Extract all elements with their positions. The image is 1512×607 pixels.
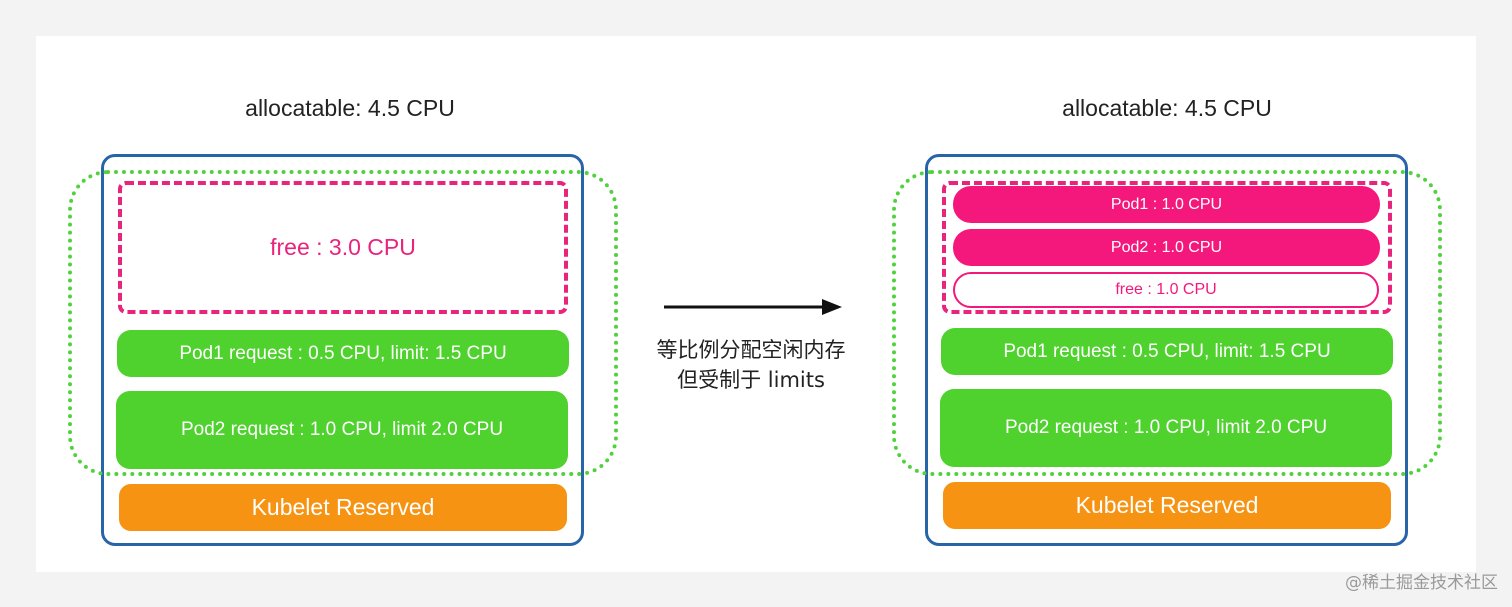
right-free-label: free : 1.0 CPU — [1115, 281, 1217, 298]
right-node-box — [925, 154, 1408, 546]
left-pod1-label: Pod1 request : 0.5 CPU, limit: 1.5 CPU — [179, 342, 507, 364]
right-kubelet-reserved-bar: Kubelet Reserved — [943, 482, 1391, 529]
right-free-cpu-box — [942, 181, 1392, 314]
arrow-icon — [664, 299, 842, 315]
left-allocatable-title: allocatable: 4.5 CPU — [245, 95, 455, 121]
left-free-cpu-box: free : 3.0 CPU — [118, 181, 568, 314]
caption-line-1: 等比例分配空闲内存 — [656, 338, 846, 362]
right-pod2-request-bar: Pod2 request : 1.0 CPU, limit 2.0 CPU — [940, 389, 1392, 467]
caption-line-2: 但受制于 limits — [677, 368, 825, 392]
left-pod1-request-bar: Pod1 request : 0.5 CPU, limit: 1.5 CPU — [117, 330, 569, 377]
left-reserved-label: Kubelet Reserved — [251, 494, 435, 520]
right-pod2-label: Pod2 request : 1.0 CPU, limit 2.0 CPU — [1004, 417, 1328, 438]
right-allocatable-region — [892, 170, 1442, 476]
right-pod1-free-label: Pod1 : 1.0 CPU — [1110, 195, 1223, 213]
watermark-text: @稀土掘金技术社区 — [1345, 573, 1498, 593]
left-allocatable-region — [68, 170, 618, 476]
right-pod1-label: Pod1 request : 0.5 CPU, limit: 1.5 CPU — [1003, 340, 1331, 362]
left-node-box — [101, 154, 584, 546]
right-pod2-free-share-bar: Pod2 : 1.0 CPU — [953, 229, 1380, 266]
left-free-label: free : 3.0 CPU — [270, 234, 416, 260]
right-remaining-free-bar: free : 1.0 CPU — [953, 272, 1379, 308]
right-pod1-request-bar: Pod1 request : 0.5 CPU, limit: 1.5 CPU — [941, 328, 1393, 375]
right-allocatable-title: allocatable: 4.5 CPU — [1062, 95, 1272, 121]
transition-caption: 等比例分配空闲内存 但受制于 limits — [626, 335, 876, 395]
left-pod2-request-bar: Pod2 request : 1.0 CPU, limit 2.0 CPU — [116, 391, 568, 469]
left-pod2-label: Pod2 request : 1.0 CPU, limit 2.0 CPU — [180, 419, 504, 440]
left-kubelet-reserved-bar: Kubelet Reserved — [119, 484, 567, 531]
right-reserved-label: Kubelet Reserved — [1075, 492, 1259, 518]
right-pod2-free-label: Pod2 : 1.0 CPU — [1110, 238, 1223, 256]
right-pod1-free-share-bar: Pod1 : 1.0 CPU — [953, 186, 1380, 223]
